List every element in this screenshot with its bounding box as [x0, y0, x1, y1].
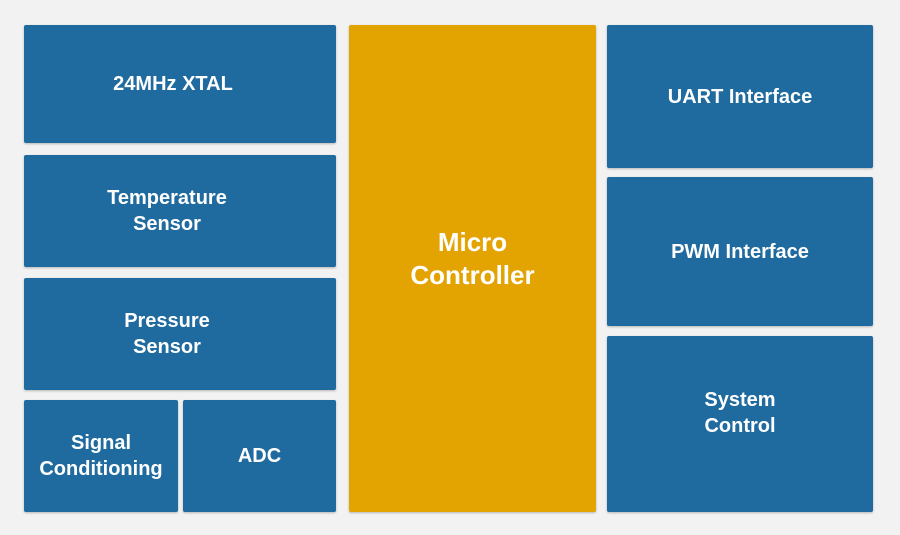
temperature-sensor-label: Temperature Sensor [107, 187, 227, 235]
pressure-sensor-label: Pressure Sensor [124, 310, 210, 358]
uart-interface-label: UART Interface [667, 85, 813, 108]
temperature-sensor-block: Temperature Sensor [24, 155, 336, 267]
pressure-sensor-block: Pressure Sensor [24, 278, 336, 390]
system-control-label: System Control [704, 389, 776, 437]
pwm-interface-block: PWM Interface [607, 177, 873, 326]
adc-block: ADC [183, 400, 336, 512]
signal-conditioning-label: Signal Conditioning [39, 432, 163, 480]
uart-interface-block: UART Interface [607, 25, 873, 168]
xtal-label: 24MHz XTAL [113, 73, 233, 95]
microcontroller-block: Micro Controller [349, 25, 596, 512]
microcontroller-label: Micro Controller [410, 226, 535, 290]
system-control-block: System Control [607, 336, 873, 512]
xtal-block: 24MHz XTAL [24, 25, 336, 143]
signal-conditioning-block: Signal Conditioning [24, 400, 178, 512]
pwm-interface-label: PWM Interface [671, 240, 809, 263]
adc-label: ADC [237, 445, 282, 467]
